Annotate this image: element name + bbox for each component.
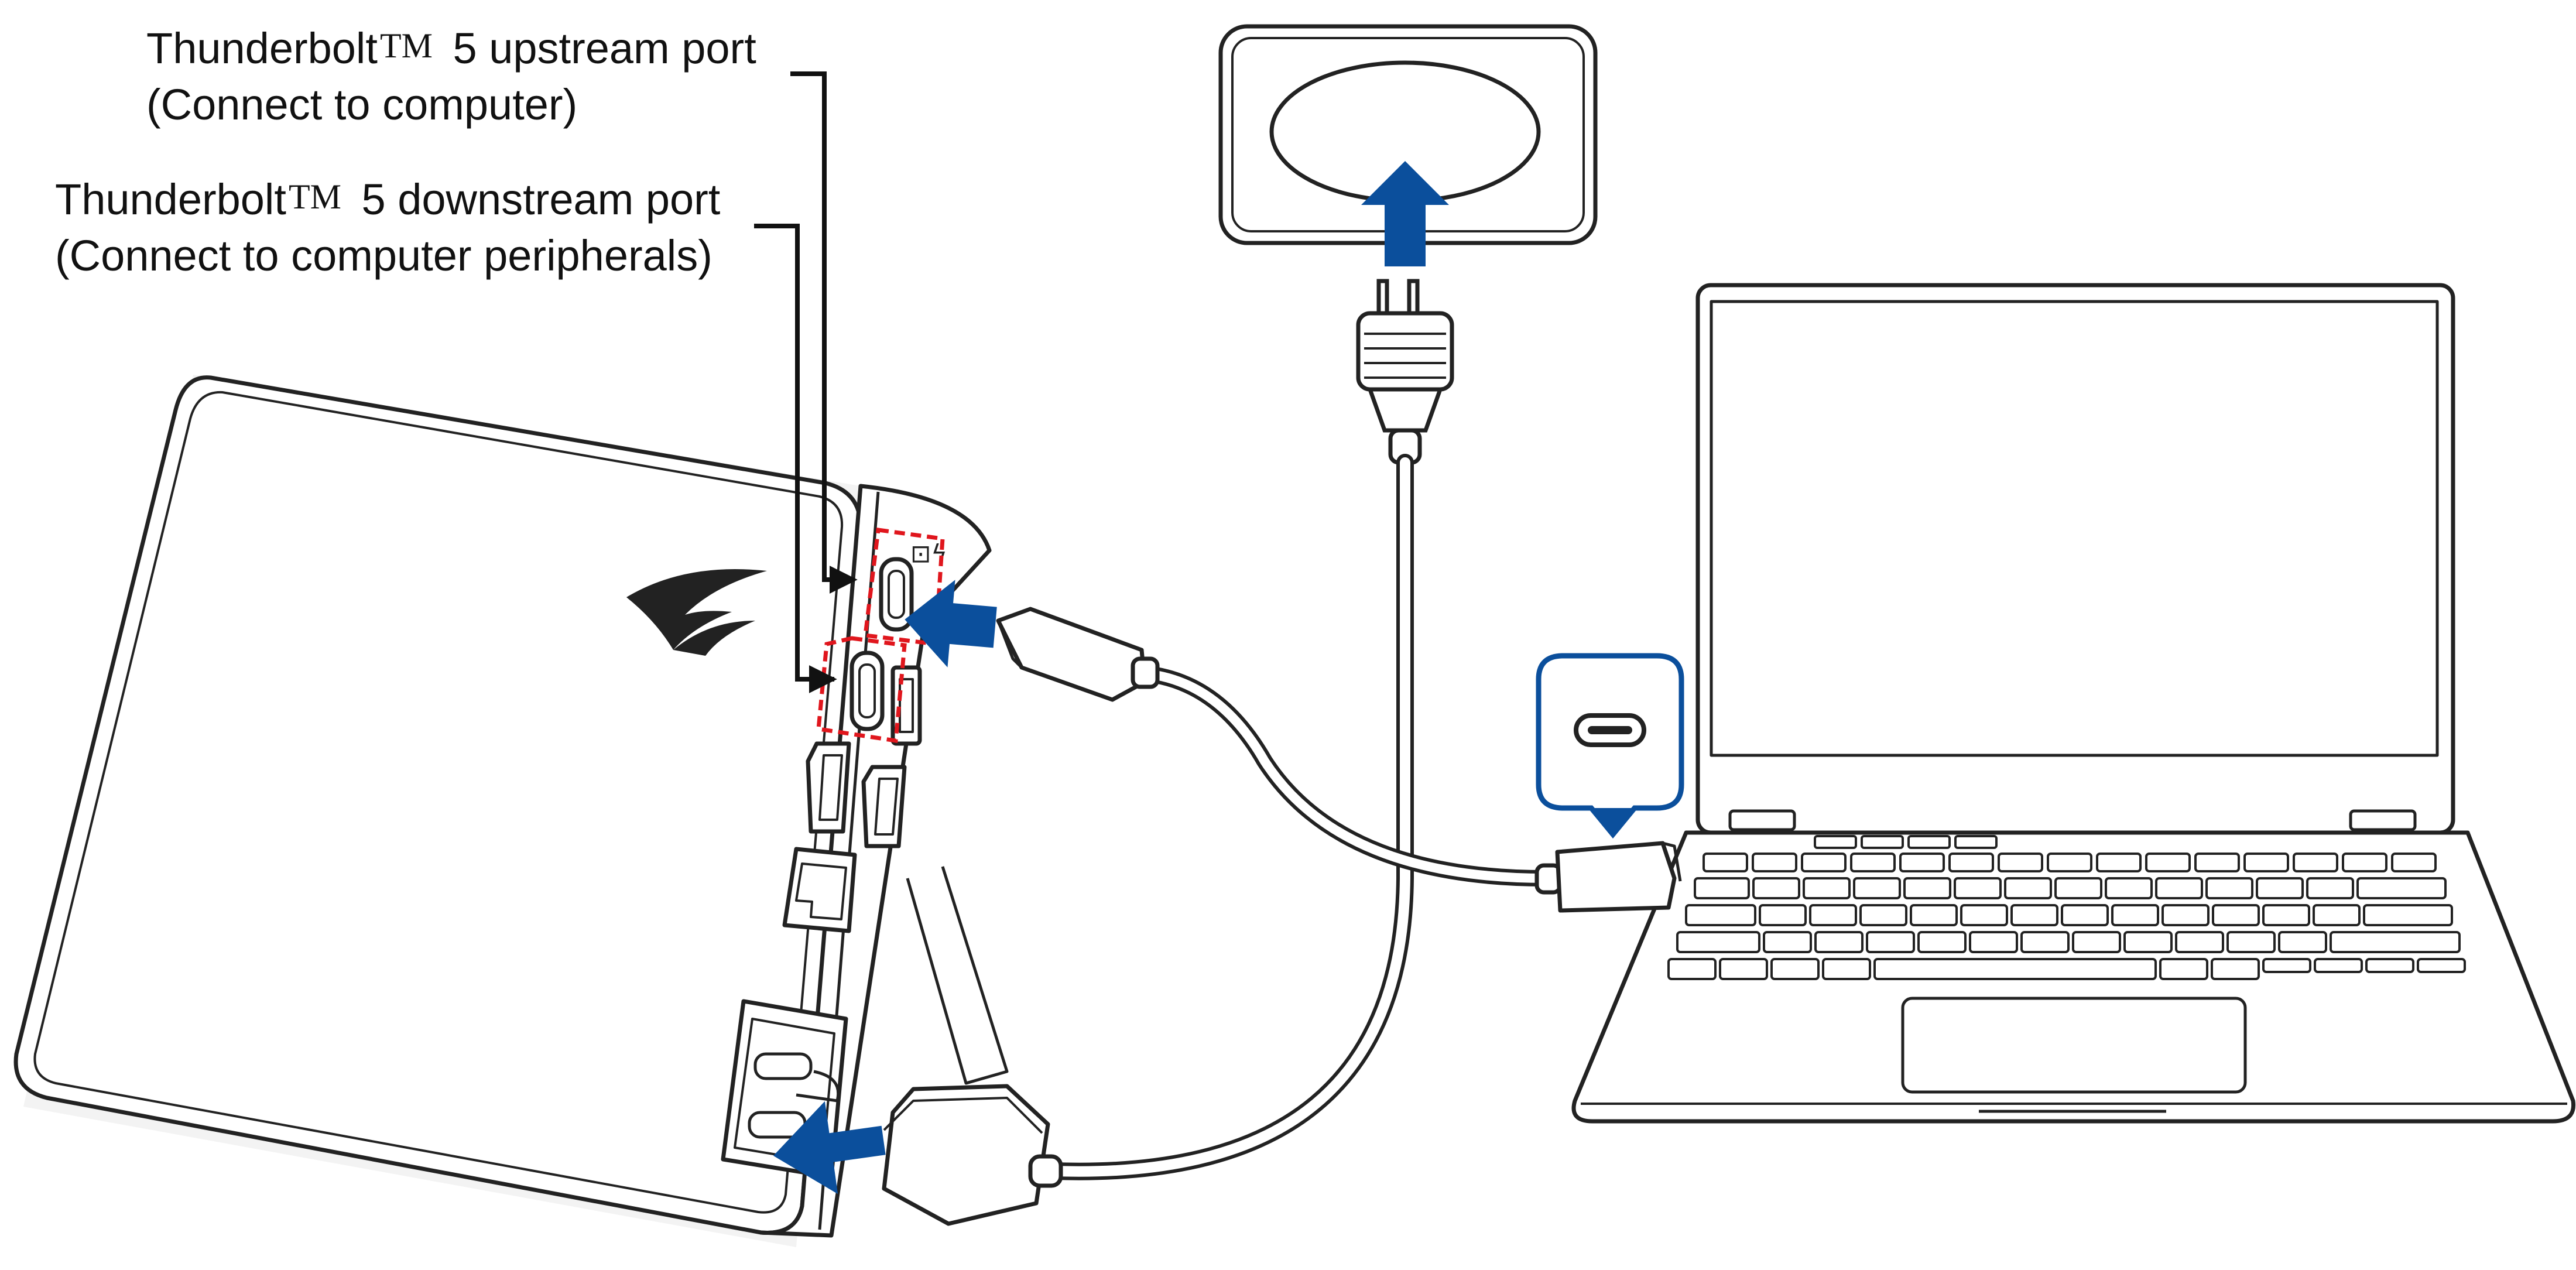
thunderbolt-connector-laptop bbox=[1534, 841, 1682, 913]
power-connector bbox=[882, 1084, 1063, 1226]
downstream-brand: Thunderbolt bbox=[55, 175, 286, 224]
wall-plug bbox=[1356, 279, 1454, 465]
outlet-arrow bbox=[1361, 161, 1449, 266]
downstream-leader bbox=[754, 224, 837, 693]
thunderbolt-connector-dock bbox=[996, 607, 1160, 702]
downstream-port-note: (Connect to computer peripherals) bbox=[55, 231, 712, 280]
downstream-port-label: ThunderboltTM 5 downstream port (Connect … bbox=[55, 169, 720, 284]
downstream-highlight bbox=[816, 636, 907, 744]
downstream-port-name: 5 downstream port bbox=[349, 175, 721, 224]
upstream-port-label: ThunderboltTM 5 upstream port (Connect to… bbox=[146, 18, 756, 133]
upstream-port-name: 5 upstream port bbox=[440, 24, 756, 73]
rog-eye-logo bbox=[626, 569, 767, 656]
laptop-keyboard bbox=[1667, 835, 2466, 980]
power-arrow bbox=[773, 1101, 886, 1194]
power-cable bbox=[1045, 454, 1414, 1180]
upstream-leader bbox=[790, 71, 858, 594]
downstream-trademark: TM bbox=[288, 177, 341, 216]
wall-outlet bbox=[1218, 24, 1598, 245]
upstream-port-note: (Connect to computer) bbox=[146, 80, 578, 129]
dock-unit: ⊡ϟ bbox=[13, 375, 1009, 1247]
usb-c-callout bbox=[1536, 653, 1684, 839]
laptop bbox=[1571, 283, 2576, 1124]
laptop-screen bbox=[1710, 300, 2439, 757]
laptop-touchpad bbox=[1901, 997, 2247, 1094]
upstream-trademark: TM bbox=[379, 26, 433, 65]
dock-stand bbox=[906, 866, 1009, 1085]
upstream-brand: Thunderbolt bbox=[146, 24, 378, 73]
leader-lines bbox=[754, 71, 858, 693]
upstream-arrow bbox=[905, 580, 997, 667]
thunderbolt-cable bbox=[1133, 665, 1568, 886]
